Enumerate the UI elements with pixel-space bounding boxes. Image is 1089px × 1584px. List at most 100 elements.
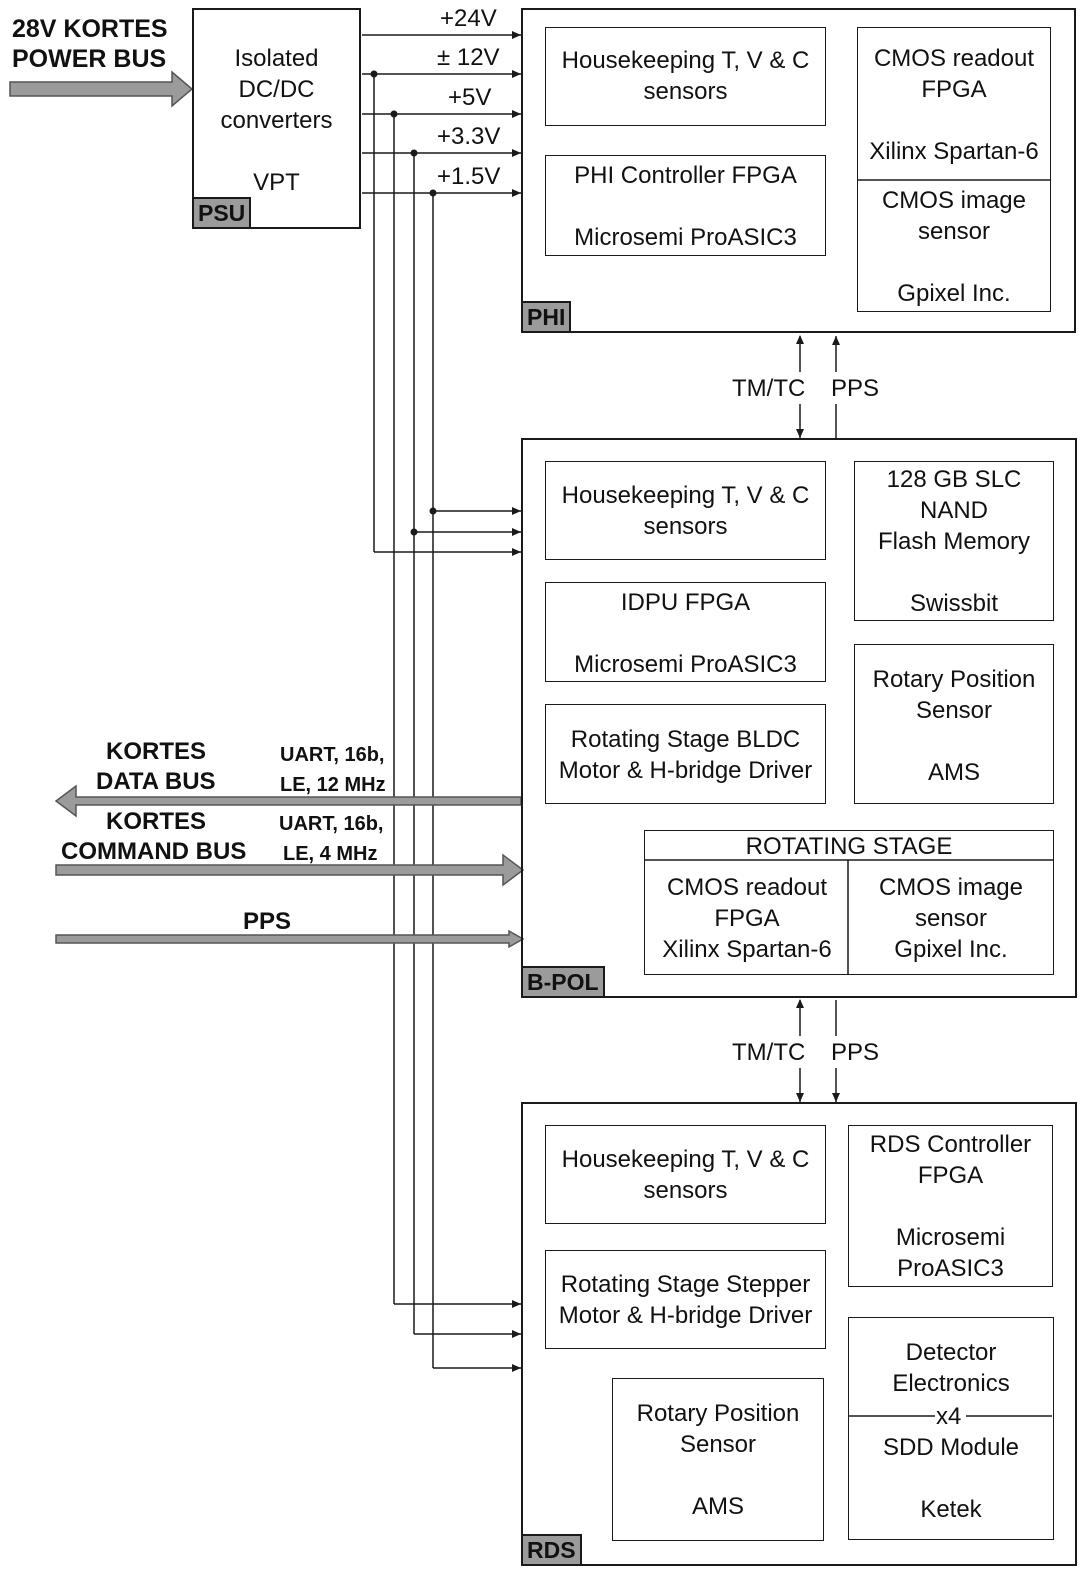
psu-line-2: DC/DC (238, 76, 315, 103)
phi-block: PHI (521, 8, 1076, 333)
bpol-rotary-line-1: Rotary Position (872, 666, 1036, 693)
phi-cmos-readout-line-1: CMOS readout (873, 45, 1035, 72)
pps-bus-label: PPS (243, 908, 292, 935)
data-bus-name-2: DATA BUS (96, 768, 216, 795)
phi-cmos-readout-line-4: Xilinx Spartan-6 (869, 138, 1039, 165)
bpol-stage-sensor-line-3: Gpixel Inc. (894, 936, 1008, 963)
bpol-flash-text: 128 GB SLC NAND Flash Memory Swissbit (855, 464, 1053, 619)
bpol-rotary-box: Rotary Position Sensor AMS (854, 644, 1054, 804)
power-bus-label: 28V KORTES POWER BUS (12, 14, 168, 74)
phi-cmos-sensor-line-4: Gpixel Inc. (897, 280, 1011, 307)
power-bus-arrow (9, 70, 194, 108)
rds-detector-multiplier: x4 (936, 1403, 962, 1430)
phi-cmos-sensor-text: CMOS image sensor Gpixel Inc. (858, 185, 1050, 309)
power-bus-line2: POWER BUS (12, 45, 167, 73)
rds-stepper-text: Rotating Stage Stepper Motor & H-bridge … (546, 1269, 825, 1331)
phi-cmos-box: CMOS readout FPGA Xilinx Spartan-6 CMOS … (857, 27, 1051, 312)
voltage-3v3: +3.3V (437, 123, 501, 150)
voltage-12v: ± 12V (437, 44, 500, 71)
rds-detector-text: Detector Electronics (849, 1337, 1053, 1399)
psu-voltage-lines (362, 31, 521, 197)
bpol-rotating-stage-box: ROTATING STAGE CMOS readout FPGA Xilinx … (644, 830, 1054, 975)
bpol-stage-readout-line-3: Xilinx Spartan-6 (662, 936, 832, 963)
link1-pps: PPS (831, 375, 880, 402)
data-bus-arrow (54, 784, 522, 818)
bpol-stage-readout-line-1: CMOS readout (666, 874, 828, 901)
voltage-5v: +5V (448, 84, 492, 111)
bpol-idpu-line-3: Microsemi ProASIC3 (574, 651, 797, 678)
bpol-housekeeping-line-1: Housekeeping T, V & C (561, 482, 810, 509)
bpol-idpu-line-1: IDPU FPGA (620, 589, 751, 616)
rds-sdd-line-3: Ketek (920, 1496, 982, 1523)
phi-housekeeping-text: Housekeeping T, V & C sensors (546, 45, 825, 107)
bpol-motor-line-2: Motor & H-bridge Driver (558, 757, 813, 784)
rds-housekeeping-box: Housekeeping T, V & C sensors (545, 1125, 826, 1224)
rds-rotary-box: Rotary Position Sensor AMS (612, 1378, 824, 1541)
psu-line-1: Isolated (234, 45, 319, 72)
bpol-rotary-line-4: AMS (927, 759, 980, 786)
rds-housekeeping-text: Housekeeping T, V & C sensors (546, 1144, 825, 1206)
bpol-rotating-stage-title-wrap: ROTATING STAGE (645, 831, 1053, 862)
bpol-housekeeping-box: Housekeeping T, V & C sensors (545, 461, 826, 560)
rds-stepper-line-1: Rotating Stage Stepper (560, 1271, 811, 1298)
bpol-housekeeping-text: Housekeeping T, V & C sensors (546, 480, 825, 542)
phi-housekeeping-box: Housekeeping T, V & C sensors (545, 27, 826, 126)
rds-housekeeping-line-1: Housekeeping T, V & C (561, 1146, 810, 1173)
bpol-stage-sensor-text: CMOS image sensor Gpixel Inc. (849, 872, 1053, 965)
bpol-rotary-line-2: Sensor (915, 697, 993, 724)
rds-controller-box: RDS Controller FPGA Microsemi ProASIC3 (848, 1125, 1053, 1287)
voltage-1v5: +1.5V (437, 163, 501, 190)
rds-rotary-text: Rotary Position Sensor AMS (613, 1398, 823, 1522)
psu-text: Isolated DC/DC converters VPT (194, 43, 359, 198)
bpol-housekeeping-line-2: sensors (643, 513, 728, 540)
bpol-motor-line-1: Rotating Stage BLDC (570, 726, 801, 753)
phi-cmos-sensor-line-2: sensor (917, 218, 991, 245)
rds-controller-line-2: FPGA (917, 1162, 984, 1189)
bpol-tag: B-POL (521, 966, 605, 998)
bpol-flash-line-2: NAND (919, 497, 988, 524)
rds-sdd-line-1: SDD Module (882, 1434, 1020, 1461)
bpol-stage-sensor-line-2: sensor (914, 905, 988, 932)
power-bus-line1: 28V KORTES (12, 15, 168, 43)
bpol-rotary-text: Rotary Position Sensor AMS (855, 664, 1053, 788)
rds-rotary-line-1: Rotary Position (636, 1400, 800, 1427)
rds-controller-line-4: Microsemi (895, 1224, 1006, 1251)
rds-controller-line-1: RDS Controller (869, 1131, 1032, 1158)
phi-tag: PHI (521, 301, 572, 333)
link2-pps: PPS (831, 1039, 880, 1066)
phi-cmos-readout-text: CMOS readout FPGA Xilinx Spartan-6 (858, 43, 1050, 167)
command-bus-name-2: COMMAND BUS (61, 838, 247, 865)
link1-tmtc: TM/TC (732, 375, 806, 402)
data-bus-spec-1: UART, 16b, (280, 744, 385, 766)
rds-sdd-text: SDD Module Ketek (849, 1432, 1053, 1525)
junction-dots (370, 70, 437, 536)
bpol-flash-line-3: Flash Memory (877, 528, 1031, 555)
rds-housekeeping-line-2: sensors (643, 1177, 728, 1204)
rds-controller-line-5: ProASIC3 (897, 1255, 1004, 1282)
phi-controller-line-3: Microsemi ProASIC3 (574, 224, 797, 251)
voltage-24v: +24V (440, 5, 497, 32)
psu-line-3: converters (220, 107, 333, 134)
psu-tag: PSU (192, 197, 252, 229)
rds-controller-text: RDS Controller FPGA Microsemi ProASIC3 (849, 1129, 1052, 1284)
bpol-block: B-POL (521, 438, 1077, 998)
data-bus-name-1: KORTES (106, 738, 207, 765)
phi-housekeeping-line-2: sensors (643, 78, 728, 105)
bpol-flash-line-5: Swissbit (909, 590, 999, 617)
phi-cmos-sensor-line-1: CMOS image (881, 187, 1027, 214)
command-bus-spec-2: LE, 4 MHz (283, 843, 378, 865)
bpol-idpu-text: IDPU FPGA Microsemi ProASIC3 (546, 587, 825, 680)
rds-rotary-line-2: Sensor (679, 1431, 757, 1458)
phi-controller-text: PHI Controller FPGA Microsemi ProASIC3 (546, 160, 825, 253)
distribution-lines (373, 74, 521, 1372)
bpol-flash-line-1: 128 GB SLC (886, 466, 1022, 493)
link2-arrows (796, 999, 840, 1102)
phi-controller-line-1: PHI Controller FPGA (574, 162, 797, 189)
rds-block: RDS (521, 1102, 1077, 1566)
rds-stepper-line-2: Motor & H-bridge Driver (558, 1302, 813, 1329)
command-bus-arrow (55, 853, 525, 887)
phi-cmos-readout-line-2: FPGA (921, 76, 987, 103)
rds-tag: RDS (521, 1534, 582, 1566)
data-bus-spec-2: LE, 12 MHz (280, 774, 386, 796)
